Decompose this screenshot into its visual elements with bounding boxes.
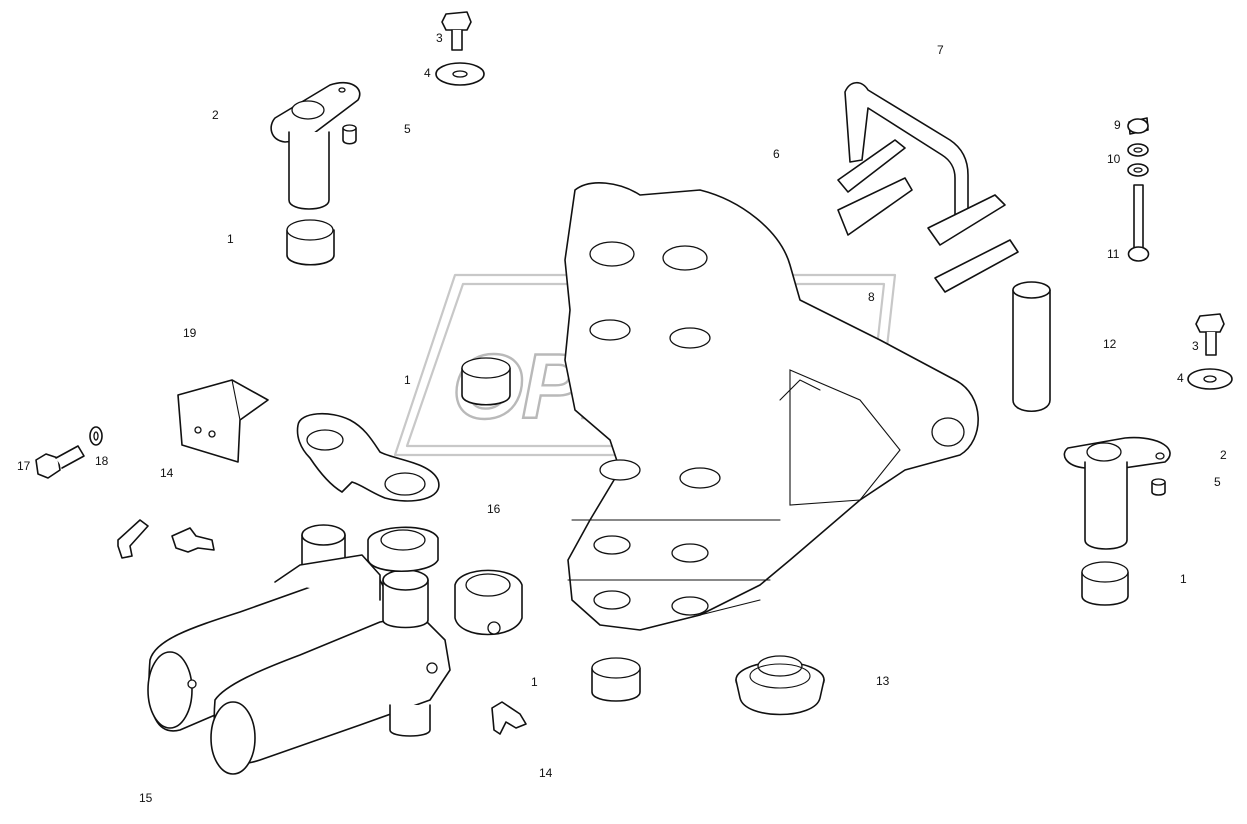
callout-5: 5 (404, 122, 411, 136)
grease-nipple-top (342, 124, 357, 145)
callout-7: 7 (937, 43, 944, 57)
callout-3: 3 (436, 31, 443, 45)
callout-3: 3 (1192, 339, 1199, 353)
bolt-top (441, 11, 472, 51)
callout-14: 14 (539, 766, 553, 780)
long-bolt (1127, 184, 1150, 262)
bracket (177, 379, 269, 463)
bushing-bottom (591, 657, 641, 702)
callout-labels: 1 1 1 1 2 2 3 3 4 4 5 5 6 7 8 9 10 11 12… (17, 31, 1227, 805)
callout-10: 10 (1107, 152, 1121, 166)
handle-bracket (837, 81, 1019, 293)
nut (1127, 117, 1149, 135)
callout-17: 17 (17, 459, 31, 473)
pivot-pin-top (270, 81, 361, 210)
callout-2: 2 (1220, 448, 1227, 462)
callout-6: 6 (773, 147, 780, 161)
elbow-fitting-left (117, 519, 215, 559)
callout-16: 16 (487, 502, 501, 516)
grease-nipple-right (1151, 478, 1166, 496)
callout-4: 4 (1177, 371, 1184, 385)
callout-14: 14 (160, 466, 174, 480)
callout-12: 12 (1103, 337, 1117, 351)
pin (1012, 281, 1051, 412)
callout-9: 9 (1114, 118, 1121, 132)
callout-1: 1 (404, 373, 411, 387)
callout-5: 5 (1214, 475, 1221, 489)
washer-top (435, 62, 485, 86)
callout-1: 1 (531, 675, 538, 689)
seal-ring (735, 655, 825, 716)
pivot-pin-right (1063, 436, 1171, 550)
callout-18: 18 (95, 454, 109, 468)
washer-right (1187, 368, 1233, 390)
callout-15: 15 (139, 791, 153, 805)
bushing-center (461, 357, 511, 406)
callout-19: 19 (183, 326, 197, 340)
callout-13: 13 (876, 674, 890, 688)
swing-frame (564, 182, 979, 631)
callout-1: 1 (227, 232, 234, 246)
callout-8: 8 (868, 290, 875, 304)
callout-4: 4 (424, 66, 431, 80)
bushing-top (286, 219, 335, 266)
bolt-right (1195, 313, 1225, 356)
hydraulic-cylinder (147, 524, 523, 775)
bushing-right (1081, 561, 1129, 606)
callout-1: 1 (1180, 572, 1187, 586)
spring-washer (89, 426, 103, 446)
callout-11: 11 (1107, 247, 1120, 261)
washer-small (1127, 143, 1149, 177)
callout-2: 2 (212, 108, 219, 122)
hose-clamp-plate (296, 412, 440, 502)
bolt-small (35, 445, 85, 479)
elbow-fitting-bottom (491, 701, 527, 735)
